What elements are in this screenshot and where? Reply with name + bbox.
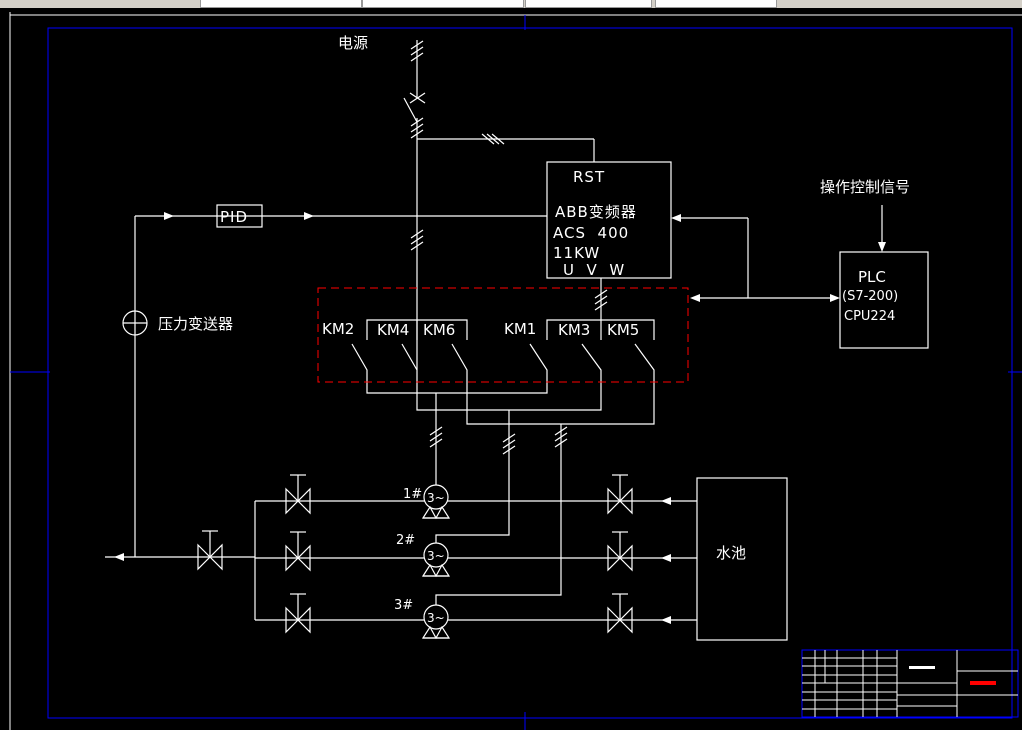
layout-tab[interactable] [525,0,652,8]
wire-count-hash-icon [429,432,443,442]
wire-count-hash-icon [410,46,424,56]
title-block [801,649,1019,718]
vfd-box [546,161,672,279]
km3-label: KM3 [558,321,590,339]
wire-count-hash-icon [481,133,495,145]
pump1-label: 1# [403,487,422,502]
wire-count-hash-icon [429,426,443,436]
wire-count-hash-icon [502,433,516,443]
wire-count-hash-icon [486,133,500,145]
plc-cpu-label: CPU224 [844,309,895,324]
wire-count-hash-icon [554,426,568,436]
flow-arrow-icon [661,497,671,505]
vfd-name-label: ABB变频器 [555,203,637,221]
flow-arrow-icon [304,212,314,220]
valve-icon [285,487,311,515]
flow-arrow-icon [830,294,840,302]
valve-icon [285,606,311,634]
vfd-uvw-label: U V W [563,261,625,279]
wire-count-hash-icon [410,52,424,62]
pid-box [216,204,263,228]
pressure-transmitter-label: 压力变送器 [158,315,233,333]
control-signal-label: 操作控制信号 [820,178,910,196]
wire-count-hash-icon [594,289,608,299]
km5-label: KM5 [607,321,639,339]
layout-tab[interactable] [655,0,777,8]
toolbar [0,0,1022,8]
km1-label: KM1 [504,320,536,338]
valve-icon [607,606,633,634]
wire-count-hash-icon [410,241,424,251]
wire-count-hash-icon [491,133,505,145]
valve-icon [285,544,311,572]
plc-box [839,251,929,349]
wire-count-hash-icon [594,295,608,305]
wiring [105,40,929,641]
wire-count-hash-icon [410,123,424,133]
pump3-label: 3# [394,598,413,613]
text-labels: 电源 RST ABB变频器 ACS 400 11KW U V W PID 压力变… [158,34,910,613]
pump-symbol-text: 3~ [427,611,445,625]
wire-count-hash-icon [594,301,608,311]
valve-icon [607,544,633,572]
layout-tab[interactable] [200,0,362,8]
pump-motor-icon [423,484,449,510]
pump2-label: 2# [396,533,415,548]
power-label: 电源 [338,34,368,52]
wire-count-hash-icon [410,235,424,245]
vfd-model-label: ACS 400 [553,224,629,242]
wire-count-hash-icon [554,438,568,448]
sheet-border [9,12,1022,730]
plc-label: PLC [858,268,886,286]
km4-label: KM4 [377,321,409,339]
flow-arrow-icon [114,553,124,561]
pump-motor-icon [423,542,449,568]
pool-label: 水池 [716,544,746,562]
valve-icon [197,543,223,571]
contactor-cabinet-dashed-box [317,287,689,383]
flow-arrow-icon [661,554,671,562]
symbols: 3~ 3~ 3~ [114,40,886,640]
layout-tab[interactable] [362,0,524,8]
main-breaker-switch [403,97,418,123]
flow-arrow-icon [661,616,671,624]
wire-count-hash-icon [554,432,568,442]
flow-arrow-icon [164,212,174,220]
pump-symbol-text: 3~ [427,549,445,563]
wire-count-hash-icon [429,438,443,448]
pid-label: PID [220,208,248,226]
valve-icon [607,487,633,515]
wire-count-hash-icon [502,439,516,449]
wire-count-hash-icon [410,117,424,127]
water-pool-box [696,477,788,641]
plc-model-label: (S7-200) [842,289,898,304]
vfd-power-label: 11KW [553,244,600,262]
pump-motor-icon [423,604,449,630]
flow-arrow-icon [878,242,886,252]
flow-arrow-icon [671,214,681,222]
km6-label: KM6 [423,321,455,339]
km2-label: KM2 [322,320,354,338]
pump-symbol-text: 3~ [427,491,445,505]
wire-count-hash-icon [410,229,424,239]
wire-count-hash-icon [410,40,424,50]
wire-count-hash-icon [410,129,424,139]
wire-count-hash-icon [502,445,516,455]
vfd-rst-label: RST [573,168,605,186]
flow-arrow-icon [690,294,700,302]
